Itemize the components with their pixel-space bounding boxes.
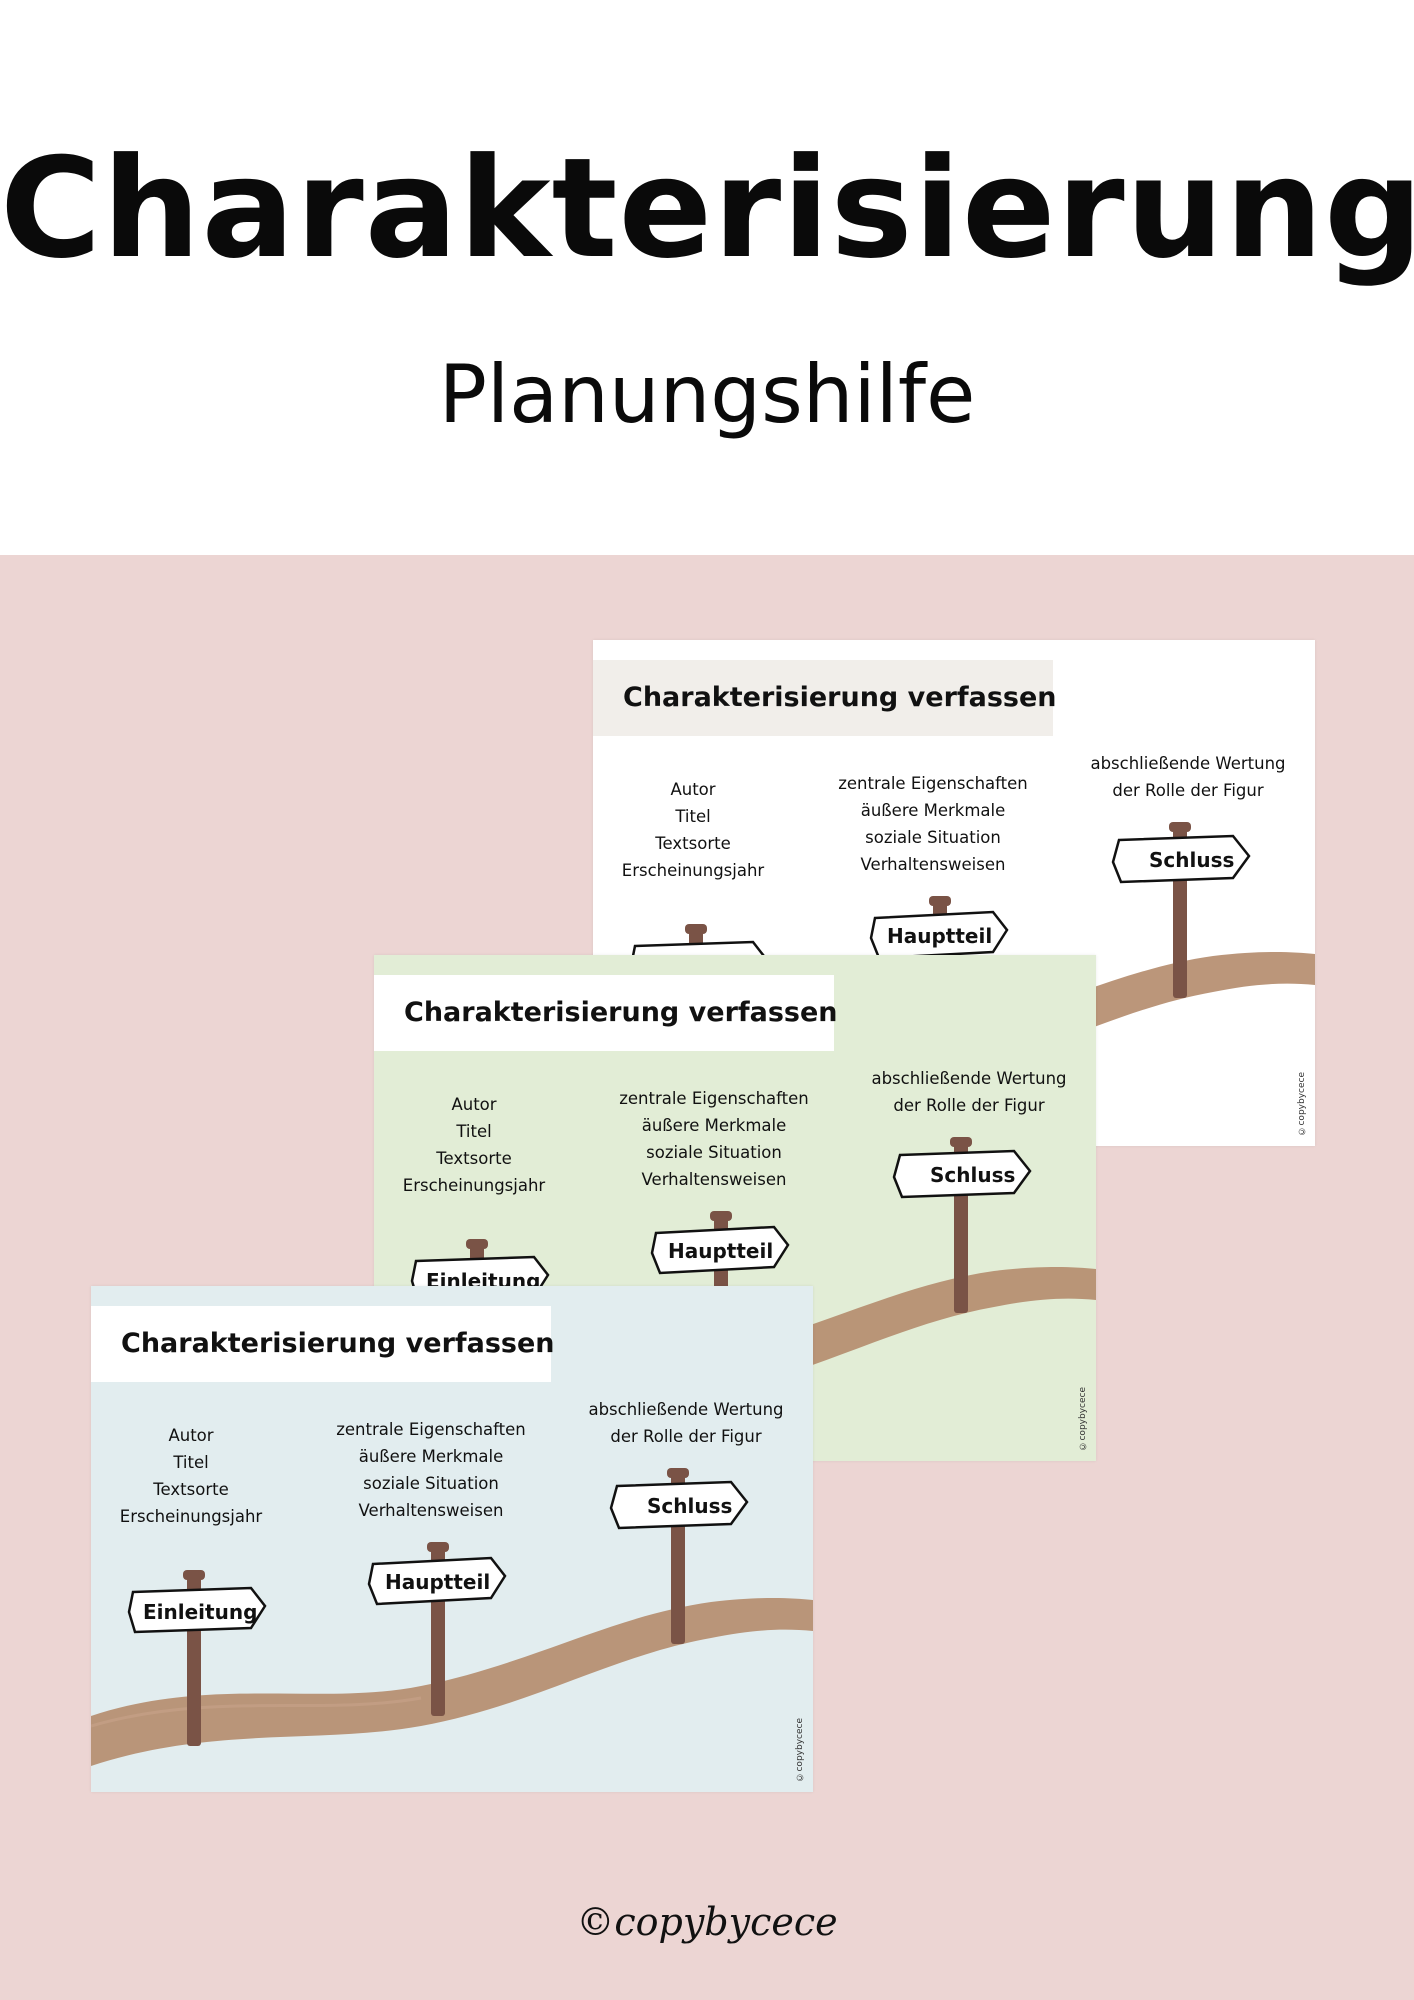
signpost-main: Hauptteil xyxy=(367,1542,507,1716)
sign-label-end: Schluss xyxy=(1149,848,1234,872)
main-item: zentrale Eigenschaften xyxy=(619,1089,809,1108)
end-item: der Rolle der Figur xyxy=(1112,781,1264,800)
end-item: abschließende Wertung xyxy=(1090,754,1286,773)
main-item: äußere Merkmale xyxy=(641,1116,787,1135)
intro-item: Titel xyxy=(456,1122,492,1141)
sign-label-main: Hauptteil xyxy=(668,1239,773,1263)
main-items: zentrale Eigenschaften äußere Merkmale s… xyxy=(828,770,1038,878)
intro-item: Titel xyxy=(173,1453,209,1472)
main-item: soziale Situation xyxy=(865,828,1001,847)
main-item: zentrale Eigenschaften xyxy=(336,1420,526,1439)
sign-label-main: Hauptteil xyxy=(385,1570,490,1594)
card-copyright: ©copybycece xyxy=(795,1718,805,1782)
main-item: zentrale Eigenschaften xyxy=(838,774,1028,793)
end-item: der Rolle der Figur xyxy=(610,1427,762,1446)
main-items: zentrale Eigenschaften äußere Merkmale s… xyxy=(609,1085,819,1193)
page-title: Charakterisierung xyxy=(0,128,1414,289)
intro-item: Erscheinungsjahr xyxy=(402,1176,546,1195)
sign-label-main: Hauptteil xyxy=(887,924,992,948)
card-title: Charakterisierung verfassen xyxy=(374,975,838,1051)
card-copyright: ©copybycece xyxy=(1078,1387,1088,1451)
end-item: abschließende Wertung xyxy=(871,1069,1067,1088)
main-item: äußere Merkmale xyxy=(860,801,1006,820)
header: Charakterisierung Planungshilfe xyxy=(0,0,1414,555)
intro-item: Textsorte xyxy=(655,834,731,853)
intro-items: Autor Titel Textsorte Erscheinungsjahr xyxy=(394,1091,554,1199)
main-item: Verhaltensweisen xyxy=(358,1501,504,1520)
end-items: abschließende Wertung der Rolle der Figu… xyxy=(1073,750,1303,804)
intro-items: Autor Titel Textsorte Erscheinungsjahr xyxy=(111,1422,271,1530)
footer-copyright: ©copybycece xyxy=(576,1900,838,1944)
page-subtitle: Planungshilfe xyxy=(438,348,976,441)
main-items: zentrale Eigenschaften äußere Merkmale s… xyxy=(326,1416,536,1524)
intro-item: Autor xyxy=(451,1095,497,1114)
sign-label-end: Schluss xyxy=(930,1163,1015,1187)
intro-item: Autor xyxy=(168,1426,214,1445)
signpost-end: Schluss xyxy=(892,1137,1032,1313)
intro-item: Erscheinungsjahr xyxy=(621,861,765,880)
card-title: Charakterisierung verfassen xyxy=(91,1306,555,1382)
main-item: soziale Situation xyxy=(646,1143,782,1162)
signpost-end: Schluss xyxy=(1111,822,1251,998)
planning-card-3: Einleitung Hauptteil Schluss Charakteris… xyxy=(91,1286,813,1792)
road-path xyxy=(91,1598,813,1766)
main-item: soziale Situation xyxy=(363,1474,499,1493)
signpost-end: Schluss xyxy=(609,1468,749,1644)
intro-item: Textsorte xyxy=(436,1149,512,1168)
main-item: Verhaltensweisen xyxy=(860,855,1006,874)
end-item: der Rolle der Figur xyxy=(893,1096,1045,1115)
intro-items: Autor Titel Textsorte Erscheinungsjahr xyxy=(613,776,773,884)
sign-label-end: Schluss xyxy=(647,1494,732,1518)
sign-label-intro: Einleitung xyxy=(143,1600,257,1624)
end-items: abschließende Wertung der Rolle der Figu… xyxy=(571,1396,801,1450)
end-items: abschließende Wertung der Rolle der Figu… xyxy=(854,1065,1084,1119)
intro-item: Erscheinungsjahr xyxy=(119,1507,263,1526)
main-item: äußere Merkmale xyxy=(358,1447,504,1466)
end-item: abschließende Wertung xyxy=(588,1400,784,1419)
intro-item: Titel xyxy=(675,807,711,826)
intro-item: Textsorte xyxy=(153,1480,229,1499)
signpost-intro: Einleitung xyxy=(127,1570,267,1746)
card-title: Charakterisierung verfassen xyxy=(593,660,1057,736)
intro-item: Autor xyxy=(670,780,716,799)
main-item: Verhaltensweisen xyxy=(641,1170,787,1189)
card-copyright: ©copybycece xyxy=(1297,1072,1307,1136)
